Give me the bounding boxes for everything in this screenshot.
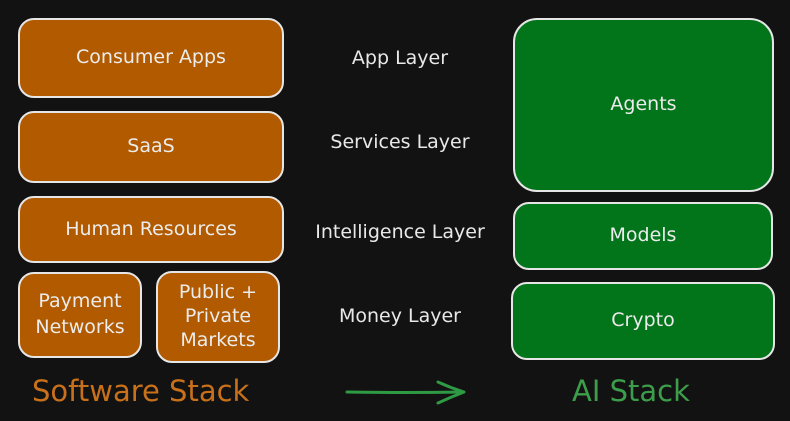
box-label: Human Resources [65,217,237,240]
box-payment-networks: Payment Networks [18,272,142,358]
box-saas: SaaS [18,111,284,183]
right-arrow-icon [345,380,466,405]
software-stack-title: Software Stack [32,374,250,408]
box-crypto: Crypto [511,282,775,360]
box-label: Public + Private Markets [178,281,258,351]
box-agents: Agents [513,18,774,192]
layer-label-money: Money Layer [338,305,461,327]
box-label: SaaS [127,135,175,158]
box-label: Models [609,224,677,247]
box-public-private-markets: Public + Private Markets [156,271,280,363]
box-label: Payment Networks [35,290,125,338]
box-human-resources: Human Resources [18,196,284,263]
box-models: Models [513,202,773,270]
layer-label-services: Services Layer [330,131,470,153]
box-label: Crypto [611,309,675,332]
ai-stack-title: AI Stack [572,374,690,408]
box-label: Consumer Apps [76,46,226,69]
layer-label-intelligence: Intelligence Layer [315,221,485,243]
layer-label-app: App Layer [351,47,449,69]
box-label: Agents [610,93,677,116]
box-consumer-apps: Consumer Apps [18,18,284,98]
